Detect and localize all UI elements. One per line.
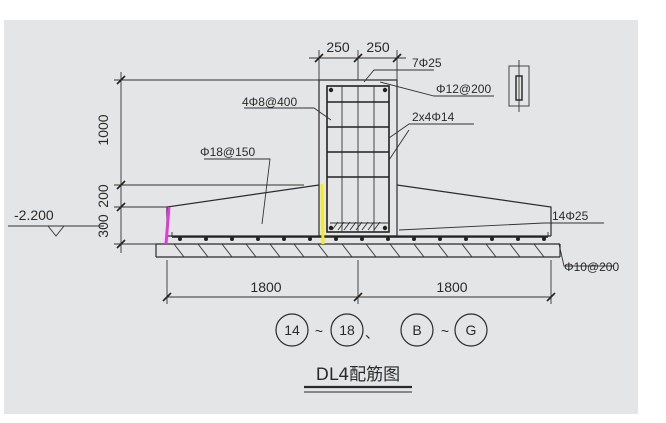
rebar-dot <box>178 237 182 241</box>
base-hatch-line <box>173 243 185 258</box>
axis-a2: 18 <box>339 322 355 338</box>
rebar-dot <box>204 237 208 241</box>
axis-a1: 14 <box>284 322 300 338</box>
bottom-rebar <box>171 232 549 258</box>
base-hatch-line <box>533 243 545 258</box>
slope-bar-label: Φ18@150 <box>200 145 255 159</box>
rebar-dot <box>516 237 520 241</box>
rebar-dot <box>308 237 312 241</box>
base-hatch-line <box>245 243 257 258</box>
dim-taper-height: 200 <box>95 184 111 208</box>
base-hatch-line <box>509 243 521 258</box>
base-hatch-line <box>197 243 209 258</box>
base-hatch-line <box>341 243 353 258</box>
drawing-sheet: 250 250 1000 200 300 1800 1800 -2.200 7Φ… <box>4 20 638 414</box>
dimension-ticks <box>116 53 556 302</box>
drawing-title: DL4配筋图 <box>316 365 400 385</box>
rebar-dot <box>542 237 546 241</box>
elevation-label: -2.200 <box>14 207 54 223</box>
dim-top-right: 250 <box>366 39 390 55</box>
footing-outline <box>155 184 561 258</box>
rebar-dot <box>360 237 364 241</box>
dim-left-span: 1800 <box>250 279 281 295</box>
col-main-bar-label: 7Φ25 <box>412 56 442 70</box>
rebar-dot <box>490 237 494 241</box>
axis-b2: G <box>466 322 477 338</box>
rebar-dot <box>464 237 468 241</box>
base-hatch-line <box>221 243 233 258</box>
dim-base-height: 300 <box>95 214 111 238</box>
base-hatch-line <box>413 243 425 258</box>
base-hatch-line <box>485 243 497 258</box>
yellow-marker <box>320 183 325 245</box>
bottom-top-bar-label: 14Φ25 <box>552 209 589 223</box>
axis-b1: B <box>412 322 421 338</box>
leader-lines <box>204 69 614 267</box>
rebar-dot <box>334 237 338 241</box>
axis-callouts: 14 ~ 18 、 B ~ G <box>275 313 488 347</box>
axis-tilde-1: ~ <box>315 323 323 339</box>
axis-tilde-2: ~ <box>441 323 449 339</box>
column-rebar <box>326 85 390 233</box>
rebar-dot <box>230 237 234 241</box>
rebar-dot <box>438 237 442 241</box>
base-hatch-line <box>461 243 473 258</box>
base-hatch-line <box>269 243 281 258</box>
col-mid-bar-label: 2x4Φ14 <box>412 110 455 124</box>
section-symbol <box>508 60 530 112</box>
dim-top-left: 250 <box>326 39 350 55</box>
base-hatch-line <box>317 243 329 258</box>
magenta-marker <box>164 206 171 245</box>
bottom-dist-bar-label: Φ10@200 <box>564 260 619 274</box>
axis-comma: 、 <box>365 325 379 341</box>
foundation-section-diagram: 250 250 1000 200 300 1800 1800 -2.200 7Φ… <box>8 39 619 393</box>
dim-right-span: 1800 <box>436 279 467 295</box>
col-side-bar-label: 4Φ8@400 <box>242 95 297 109</box>
base-hatch-line <box>293 243 305 258</box>
rebar-dot <box>282 237 286 241</box>
rebar-dot <box>256 237 260 241</box>
base-hatch-line <box>437 243 449 258</box>
base-hatch-line <box>365 243 377 258</box>
base-hatch-line <box>389 243 401 258</box>
dim-col-height: 1000 <box>95 114 111 145</box>
rebar-dot <box>386 237 390 241</box>
rebar-dot <box>412 237 416 241</box>
col-stirrup-label: Φ12@200 <box>436 82 491 96</box>
